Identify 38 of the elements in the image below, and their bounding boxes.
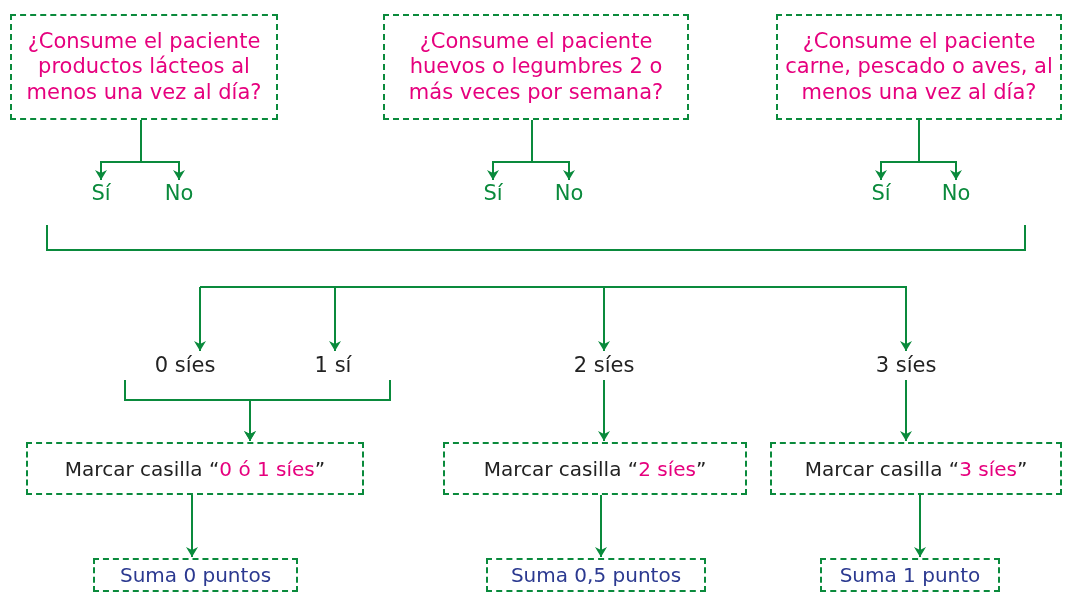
arrow: [900, 379, 912, 442]
arrow: [598, 379, 610, 442]
question-box: [10, 14, 278, 120]
action-box: [770, 442, 1062, 495]
question-text: ¿Consume el paciente carne, pescado o aves, al menos una vez al día?: [784, 29, 1054, 105]
result-box: [486, 558, 706, 592]
arrow: [194, 286, 206, 352]
arrow: [186, 494, 198, 558]
result-text: Suma 0,5 puntos: [510, 563, 682, 587]
result-box: [93, 558, 298, 592]
arrow: [244, 379, 391, 442]
question-box: [383, 14, 689, 120]
arrow: [140, 119, 185, 181]
count-label: 2 síes: [573, 353, 635, 379]
count-label: 3 síes: [875, 353, 937, 379]
count-label: 0 síes: [154, 353, 216, 379]
action-box: [443, 442, 747, 495]
arrow: [531, 119, 575, 181]
count-label: 1 sí: [314, 353, 352, 379]
question-text: ¿Consume el paciente productos lácteos al menos una vez al día?: [25, 29, 263, 105]
result-text: Suma 1 punto: [839, 563, 981, 587]
action-text: Marcar casilla “0 ó 1 síes”: [64, 456, 326, 481]
action-text: Marcar casilla “2 síes”: [483, 456, 707, 481]
question-text: ¿Consume el paciente huevos o legumbres 2 o más veces por semana?: [407, 29, 665, 105]
action-text: Marcar casilla “3 síes”: [804, 456, 1028, 481]
answer-label: Sí: [483, 181, 503, 207]
result-text: Suma 0 puntos: [119, 563, 272, 587]
answer-label: Sí: [91, 181, 111, 207]
question-box: [776, 14, 1062, 120]
result-box: [820, 558, 1000, 592]
arrow: [918, 119, 962, 181]
answer-label: Sí: [871, 181, 891, 207]
arrow: [914, 494, 926, 558]
answer-label: No: [941, 181, 971, 207]
arrow: [595, 494, 607, 558]
answer-label: No: [554, 181, 584, 207]
answer-label: No: [164, 181, 194, 207]
action-box: [26, 442, 364, 495]
